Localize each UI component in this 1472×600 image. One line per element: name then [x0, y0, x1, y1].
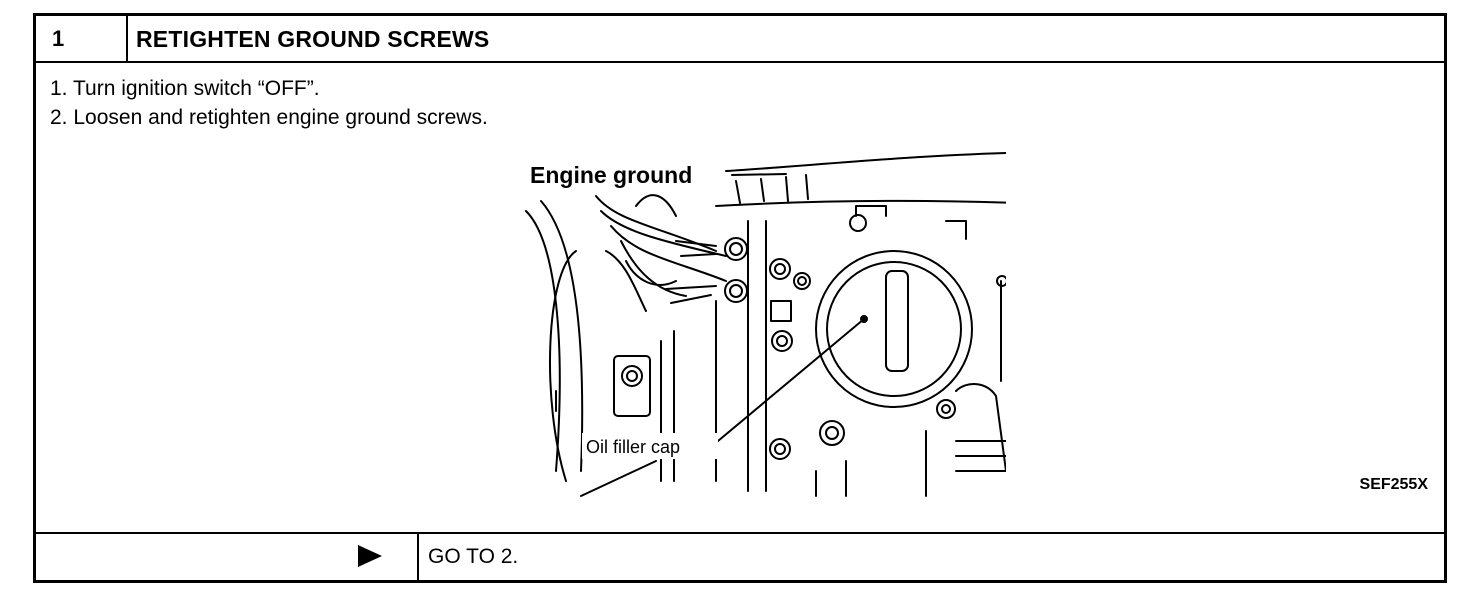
header-divider	[126, 16, 128, 61]
navigation-row: GO TO 2.	[36, 532, 1444, 580]
oil-filler-cap-label-group: Oil filler cap	[582, 433, 718, 459]
step-header-row: 1 RETIGHTEN GROUND SCREWS	[36, 16, 1444, 63]
right-arrow-icon	[358, 545, 382, 567]
goto-step-link[interactable]: GO TO 2.	[428, 545, 519, 568]
oil-filler-cap-label: Oil filler cap	[586, 437, 680, 457]
figure-id: SEF255X	[1359, 476, 1428, 493]
step-number: 1	[52, 26, 65, 51]
instruction-list: 1. Turn ignition switch “OFF”. 2. Loosen…	[50, 74, 488, 132]
engine-ground-label: Engine ground	[530, 162, 692, 188]
step-title: RETIGHTEN GROUND SCREWS	[136, 26, 490, 52]
engine-ground-illustration: Engine ground Oil filler cap	[525, 152, 1006, 497]
procedure-table: 1 RETIGHTEN GROUND SCREWS 1. Turn igniti…	[33, 13, 1447, 583]
footer-divider	[417, 534, 419, 580]
instruction-item: 2. Loosen and retighten engine ground sc…	[50, 106, 488, 129]
instruction-item: 1. Turn ignition switch “OFF”.	[50, 77, 320, 100]
